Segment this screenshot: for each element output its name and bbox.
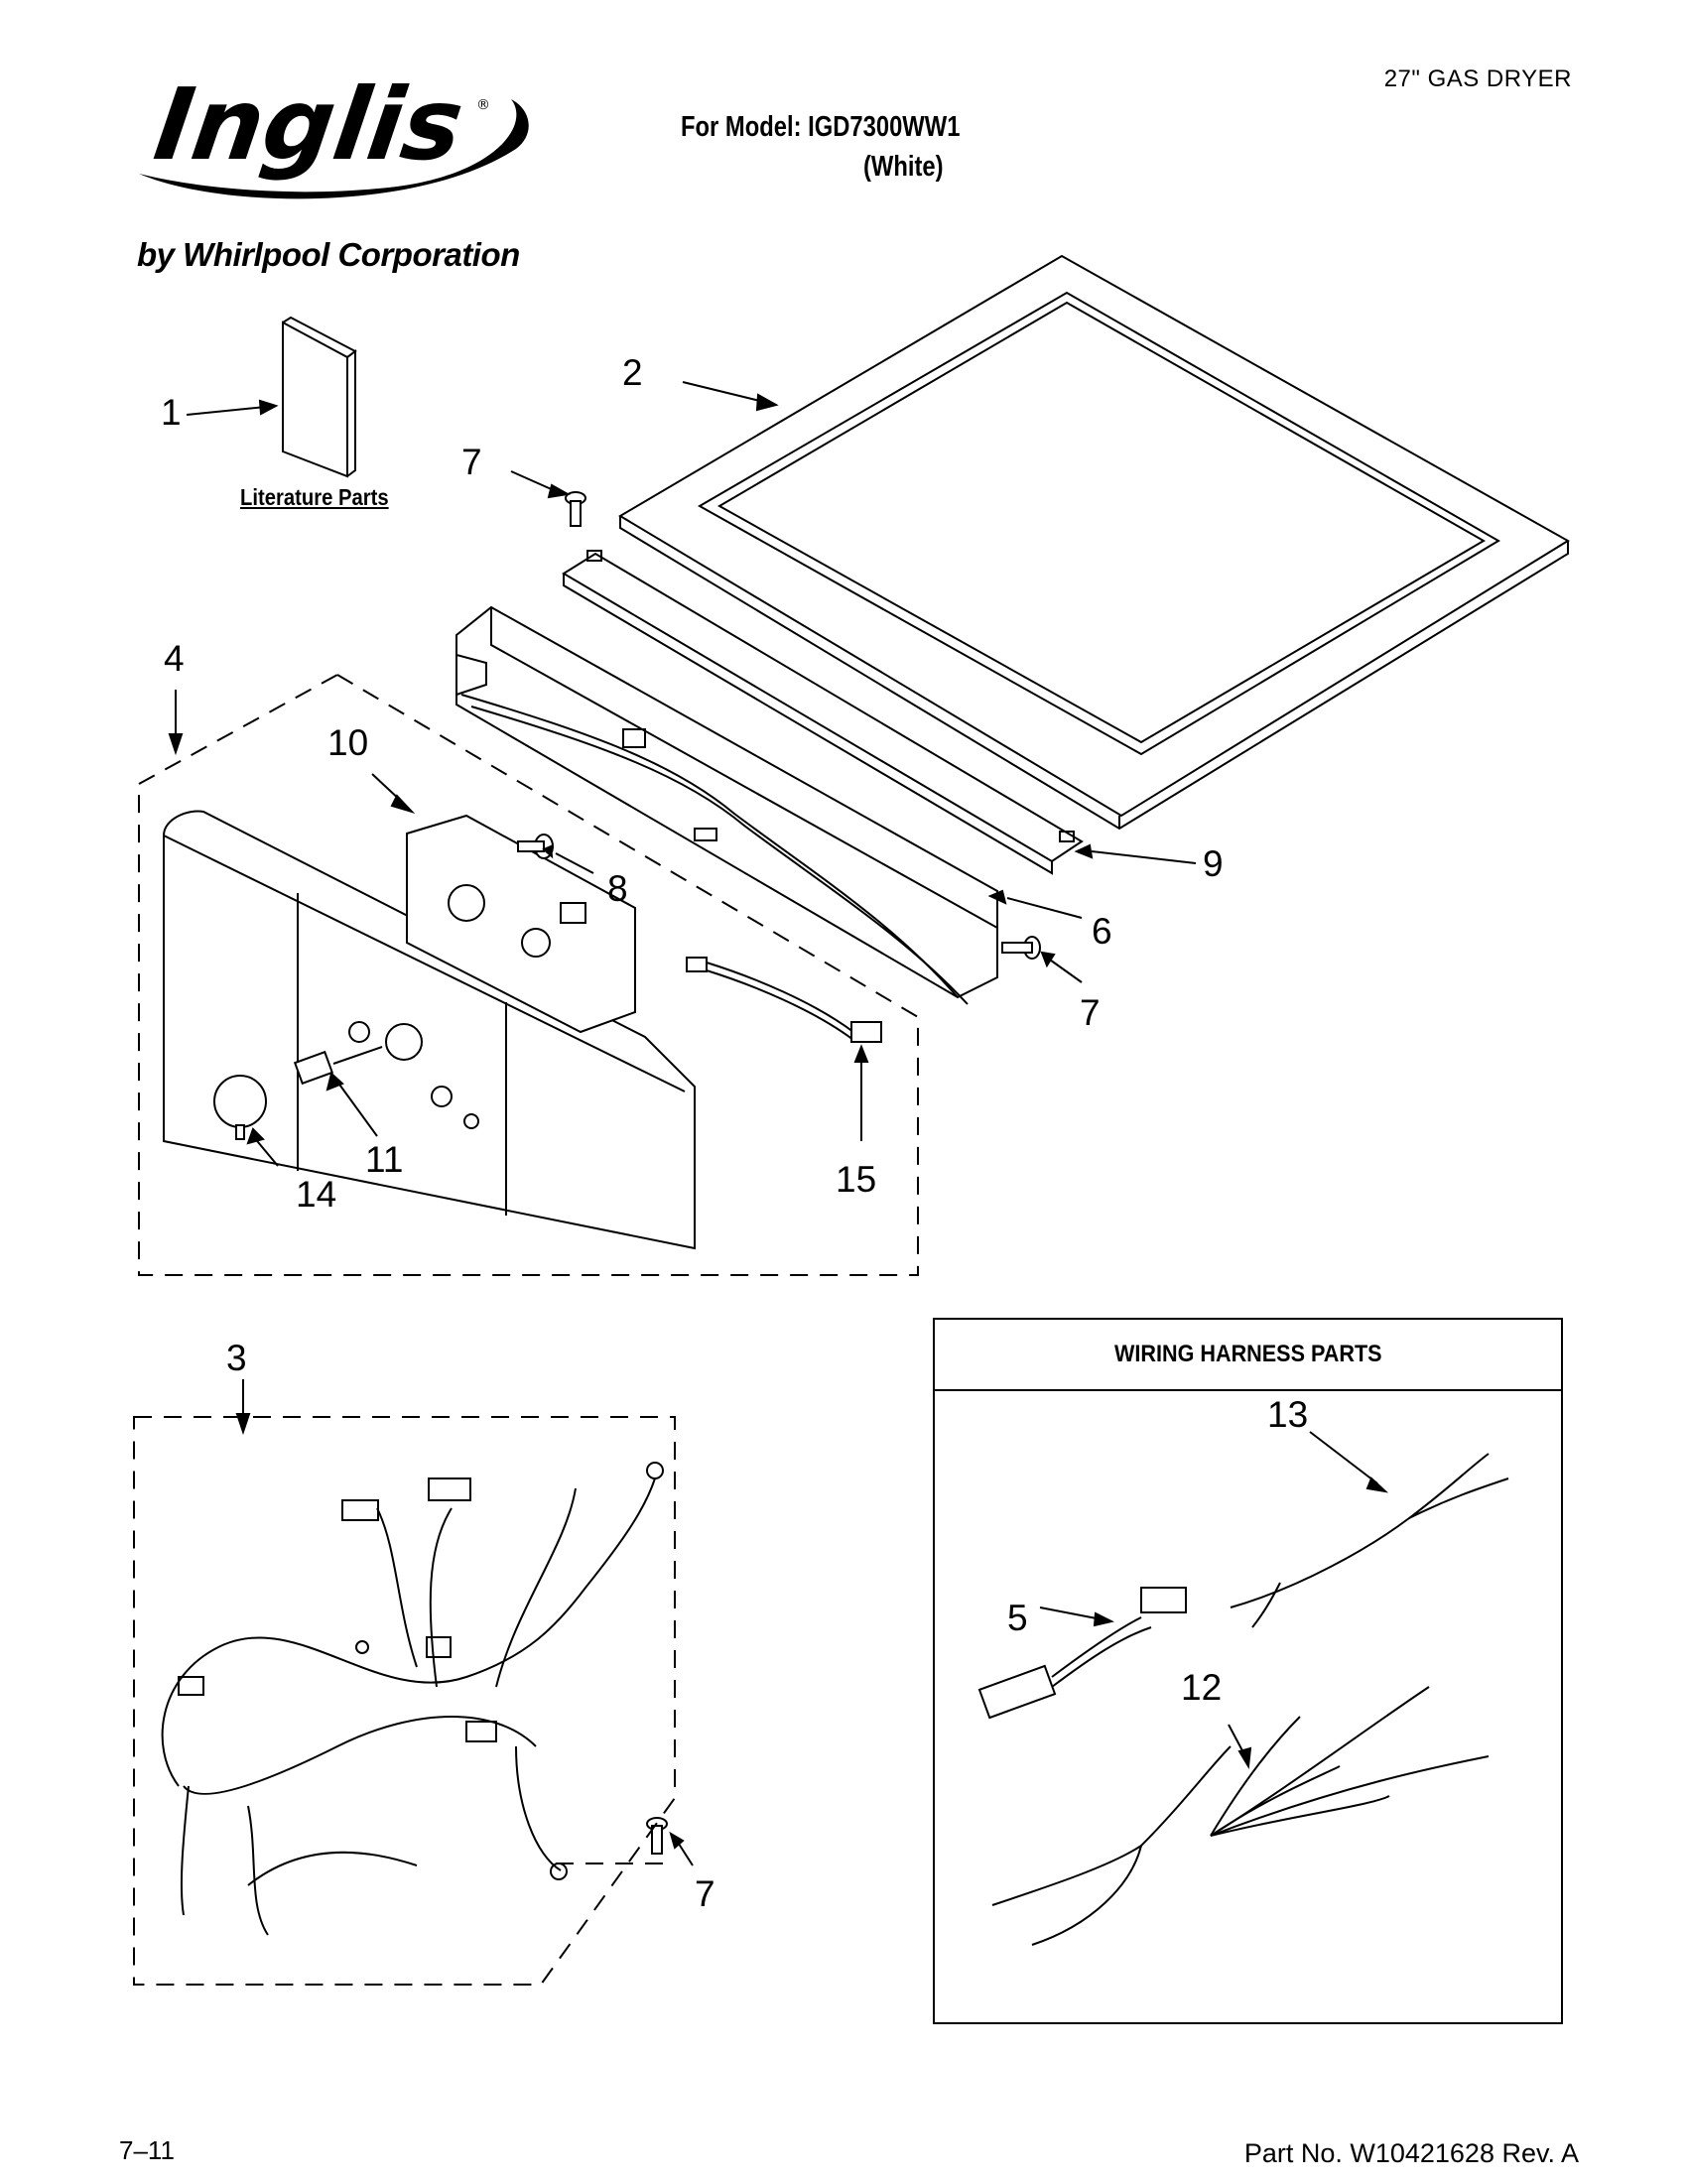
- callout-11: 11: [365, 1139, 404, 1180]
- callout-8: 8: [607, 868, 628, 909]
- brand-subline: by Whirlpool Corporation: [137, 236, 520, 273]
- screw-bottom: [646, 1817, 694, 1866]
- callout-14: 14: [296, 1174, 337, 1215]
- harness-5: [977, 1587, 1187, 1720]
- console-harness: [686, 957, 882, 1141]
- registered-mark: ®: [476, 97, 490, 113]
- callout-7-right: 7: [1080, 992, 1101, 1033]
- callout-2: 2: [622, 352, 643, 393]
- model-color-label: (White): [863, 151, 944, 183]
- control-knob: [213, 1075, 279, 1167]
- harness-box-title: WIRING HARNESS PARTS: [1113, 1341, 1382, 1367]
- console-panel: [163, 810, 696, 1250]
- callout-7-bottom: 7: [695, 1873, 715, 1914]
- wiring-harness-parts-box: WIRING HARNESS PARTS: [933, 1318, 1563, 2024]
- part-number: Part No. W10421628 Rev. A: [1243, 2138, 1579, 2168]
- callout-9: 9: [1203, 843, 1224, 884]
- callout-12: 12: [1181, 1667, 1223, 1708]
- control-board: [371, 773, 636, 1034]
- screw-top: [510, 470, 586, 527]
- literature-booklet: [186, 316, 357, 478]
- callout-4: 4: [164, 638, 185, 679]
- harness-12: [991, 1686, 1490, 1946]
- callout-1: 1: [161, 392, 182, 433]
- callout-10: 10: [327, 722, 369, 763]
- brand-logo-text: Inglis: [148, 66, 469, 182]
- knob-spring: [293, 1046, 383, 1137]
- console-support: [455, 605, 1083, 1005]
- callout-5: 5: [1007, 1598, 1028, 1638]
- date-code: 7–11: [119, 2135, 175, 2165]
- main-harness: [161, 1462, 664, 1936]
- harness-box-header: WIRING HARNESS PARTS: [935, 1320, 1561, 1391]
- callout-6: 6: [1092, 911, 1112, 952]
- main-harness-group: [133, 1416, 676, 1986]
- literature-parts-label: Literature Parts: [240, 484, 389, 510]
- console-assembly-group: [138, 674, 919, 1276]
- harness-13: [1230, 1431, 1509, 1628]
- control-screw: [517, 834, 594, 874]
- screw-right: [1001, 936, 1083, 983]
- callout-7-top: 7: [461, 442, 482, 482]
- product-type-label: 27" GAS DRYER: [1383, 65, 1572, 92]
- model-number-label: For Model: IGD7300WW1: [681, 111, 961, 143]
- callout-15: 15: [836, 1159, 877, 1200]
- callout-arrow-4: [168, 690, 184, 756]
- brand-logo: Inglis ®: [139, 66, 529, 199]
- front-bracket: [562, 550, 1197, 875]
- callout-13: 13: [1267, 1394, 1309, 1435]
- top-panel: [618, 254, 1570, 831]
- callout-3: 3: [226, 1338, 247, 1378]
- callout-arrow-3: [235, 1379, 251, 1436]
